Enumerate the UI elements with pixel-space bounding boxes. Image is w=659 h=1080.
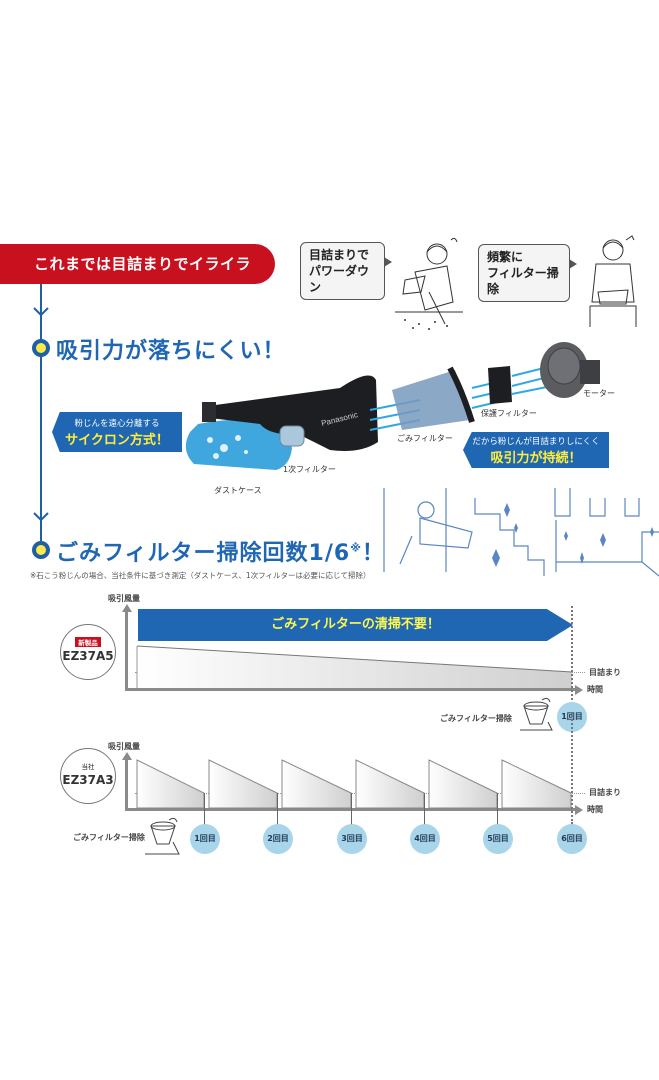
chart2-event-line: [351, 793, 352, 827]
bubble-line-2: パワーダウン: [309, 264, 370, 294]
chart2-xlabel: 時間: [587, 805, 603, 814]
section-heading-cleaning-count: ごみフィルター掃除回数1/6※！: [56, 535, 385, 567]
callout-suction-lasts: だから粉じんが目詰まりしにくく 吸引力が持続！: [463, 432, 609, 468]
vacuum-exploded-diagram: Panasonic: [185, 342, 600, 470]
clean-wall-illustration: [383, 488, 659, 577]
speech-bubble-frequent-cleaning: 頻繁に フィルター掃除: [478, 244, 577, 302]
worker-vacuuming-illustration: [395, 237, 463, 330]
chart2-event-line: [424, 793, 425, 827]
new-product-tag: 新製品: [75, 637, 101, 647]
footnote: ※石こう粉じんの場合、当社条件に基づき測定（ダストケース、1次フィルターは必要に…: [30, 571, 371, 580]
filter-cleaning-icon: [520, 697, 553, 731]
chart2-ylabel: 吸引風量: [108, 742, 140, 751]
model-badge-ez37a3: 当社 EZ37A3: [60, 748, 116, 804]
chart2-event-line: [204, 793, 205, 827]
chart1-ylabel: 吸引風量: [108, 594, 140, 603]
chart2-event-line: [571, 712, 573, 824]
x-axis-arrow-icon: [575, 804, 583, 815]
bubble-line-2: フィルター掃除: [487, 266, 559, 296]
section-heading-suction: 吸引力が落ちにくい！: [56, 339, 286, 364]
chart1-y-axis: [125, 610, 128, 690]
callout-cyclone: 粉じんを遠心分離する サイクロン方式！: [52, 412, 182, 452]
bubble-line-1: 目詰まりで: [309, 248, 370, 262]
chart2-cleaning-count-6: 6回目: [557, 824, 587, 854]
label-motor: モーター: [583, 389, 615, 398]
chevron-down-icon: [33, 512, 49, 522]
timeline-line: [40, 284, 42, 554]
chart2-cleaning-count-1: 1回目: [190, 824, 220, 854]
timeline-dot-icon: [32, 541, 50, 559]
chart1-decline-line: [136, 645, 572, 688]
worker-cleaning-filter-illustration: [589, 235, 637, 327]
chart2-cleaning-count-5: 5回目: [483, 824, 513, 854]
bubble-line-1: 頻繁に: [487, 250, 524, 264]
label-dust-case: ダストケース: [214, 486, 262, 495]
x-axis-arrow-icon: [575, 684, 583, 695]
chart2-event-line: [277, 793, 278, 827]
model-badge-ez37a5: 新製品 EZ37A5: [60, 624, 116, 680]
y-axis-arrow-icon: [122, 752, 132, 760]
chart1-xlabel: 時間: [587, 685, 603, 694]
chart2-event-line: [497, 793, 498, 827]
chart2-cleaning-count-4: 4回目: [410, 824, 440, 854]
chart1-threshold-label: 目詰まり: [589, 668, 621, 677]
chart2-cleaning-label: ごみフィルター掃除: [73, 833, 145, 842]
model-name: EZ37A3: [62, 773, 114, 787]
timeline-dot-icon: [32, 339, 50, 357]
heading-exclamation: ！: [361, 541, 385, 566]
chart1-cleaning-label: ごみフィルター掃除: [440, 714, 512, 723]
chart2-x-axis: [125, 808, 575, 811]
footnote-mark: ※: [350, 541, 362, 555]
callout-suction-main: 吸引力が持続！: [490, 451, 582, 466]
heading-text: ごみフィルター掃除回数1/6: [56, 541, 351, 566]
model-name: EZ37A5: [62, 649, 114, 663]
filter-cleaning-icon: [145, 817, 180, 855]
y-axis-arrow-icon: [122, 604, 132, 612]
speech-bubble-power-down: 目詰まりで パワーダウン: [300, 242, 392, 300]
chart1-no-cleaning-banner: ごみフィルターの清掃不要！: [138, 609, 573, 641]
own-company-tag: 当社: [81, 763, 95, 771]
chart1-x-axis: [125, 688, 575, 691]
chart2-threshold-label: 目詰まり: [589, 788, 621, 797]
callout-cyclone-main: サイクロン方式！: [65, 433, 169, 448]
label-primary-filter: 1次フィルター: [283, 465, 336, 474]
chart2-cleaning-count-2: 2回目: [263, 824, 293, 854]
callout-cyclone-sub: 粉じんを遠心分離する: [74, 419, 160, 429]
chart2-cleaning-count-3: 3回目: [337, 824, 367, 854]
label-dust-filter: ごみフィルター: [397, 434, 453, 443]
intro-banner: これまでは目詰まりでイライラ: [0, 244, 275, 284]
callout-suction-sub: だから粉じんが目詰まりしにくく: [472, 437, 600, 447]
label-protection-filter: 保護フィルター: [481, 409, 537, 418]
chart2-sawtooth-line: [136, 759, 572, 809]
chevron-down-icon: [33, 307, 49, 317]
chart1-cleaning-marker-line: [571, 606, 573, 712]
chart2-y-axis: [125, 758, 128, 810]
